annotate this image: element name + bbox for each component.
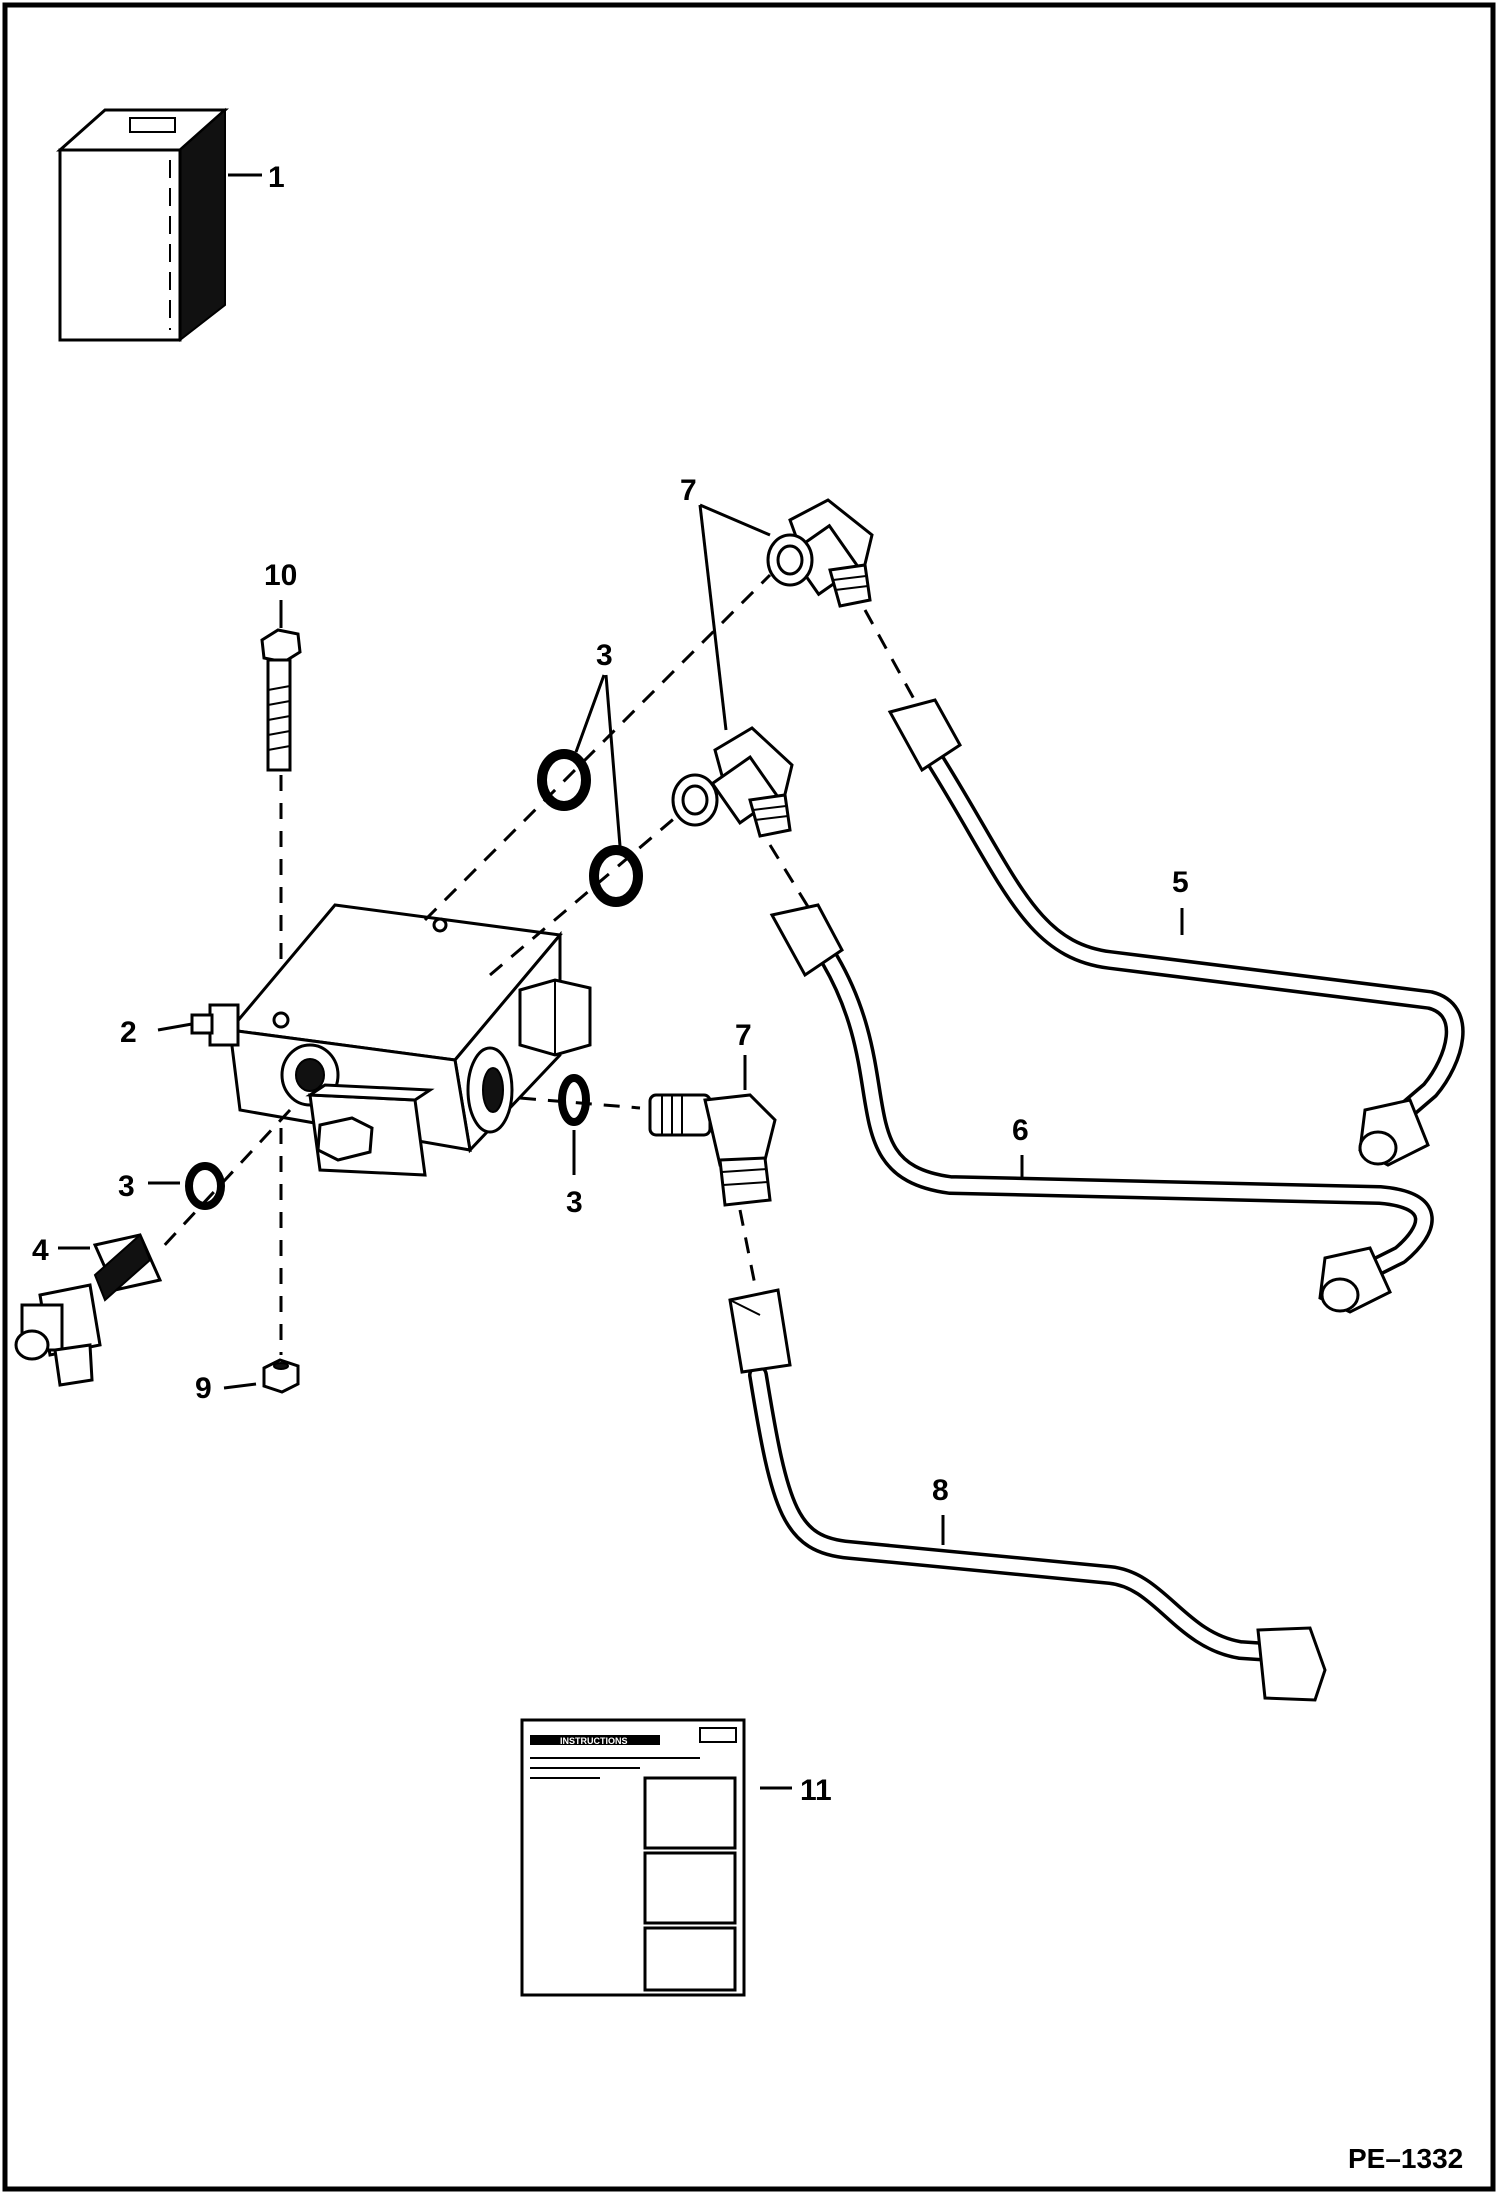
callout-5: 5 bbox=[1172, 866, 1189, 899]
callout-1: 1 bbox=[268, 161, 285, 194]
part-2-valve-block bbox=[190, 903, 592, 1177]
leader-7a-lower bbox=[698, 504, 728, 731]
callout-3-left: 3 bbox=[118, 1170, 135, 1203]
assembly-line-tube8 bbox=[738, 1209, 757, 1286]
callout-8: 8 bbox=[932, 1474, 949, 1507]
leader-3a-left bbox=[574, 674, 606, 753]
assembly-line-upper bbox=[423, 573, 772, 922]
callout-11: 11 bbox=[800, 1774, 832, 1807]
part-8-tube bbox=[728, 1288, 1327, 1702]
part-6-tube bbox=[769, 903, 1434, 1314]
assembly-line-side bbox=[519, 1096, 641, 1110]
figure-code: PE–1332 bbox=[1348, 2143, 1463, 2174]
callout-7-top: 7 bbox=[680, 474, 697, 507]
callout-7-lower: 7 bbox=[735, 1019, 752, 1052]
instruction-card-header: INSTRUCTIONS bbox=[560, 1736, 628, 1746]
assembly-line-tube6 bbox=[768, 844, 812, 911]
leader-2 bbox=[157, 1022, 193, 1032]
part-10-bolt bbox=[260, 628, 302, 772]
leader-3a-right bbox=[604, 674, 622, 847]
part-5-tube bbox=[887, 698, 1465, 1167]
leader-7a-upper bbox=[699, 503, 771, 537]
callout-4: 4 bbox=[32, 1234, 49, 1267]
part-7-fitting-middle bbox=[671, 726, 794, 838]
assembly-line-middle bbox=[489, 803, 691, 977]
part-1-kit-box bbox=[56, 107, 229, 343]
callout-3-side: 3 bbox=[566, 1186, 583, 1219]
callout-10: 10 bbox=[264, 559, 297, 592]
part-11-instruction-card: INSTRUCTIONS bbox=[520, 1718, 746, 1997]
part-9-nut bbox=[262, 1358, 300, 1394]
part-7-fitting-top bbox=[766, 498, 874, 608]
part-7-fitting-lower bbox=[648, 1093, 777, 1207]
callout-9: 9 bbox=[195, 1372, 212, 1405]
assembly-line-left bbox=[158, 1108, 292, 1252]
part-4-elbow bbox=[14, 1233, 163, 1387]
leader-9 bbox=[223, 1382, 257, 1390]
callout-2: 2 bbox=[120, 1016, 137, 1049]
callout-6: 6 bbox=[1012, 1114, 1029, 1147]
assembly-line-tube5 bbox=[863, 609, 922, 711]
callout-3-top: 3 bbox=[596, 639, 613, 672]
